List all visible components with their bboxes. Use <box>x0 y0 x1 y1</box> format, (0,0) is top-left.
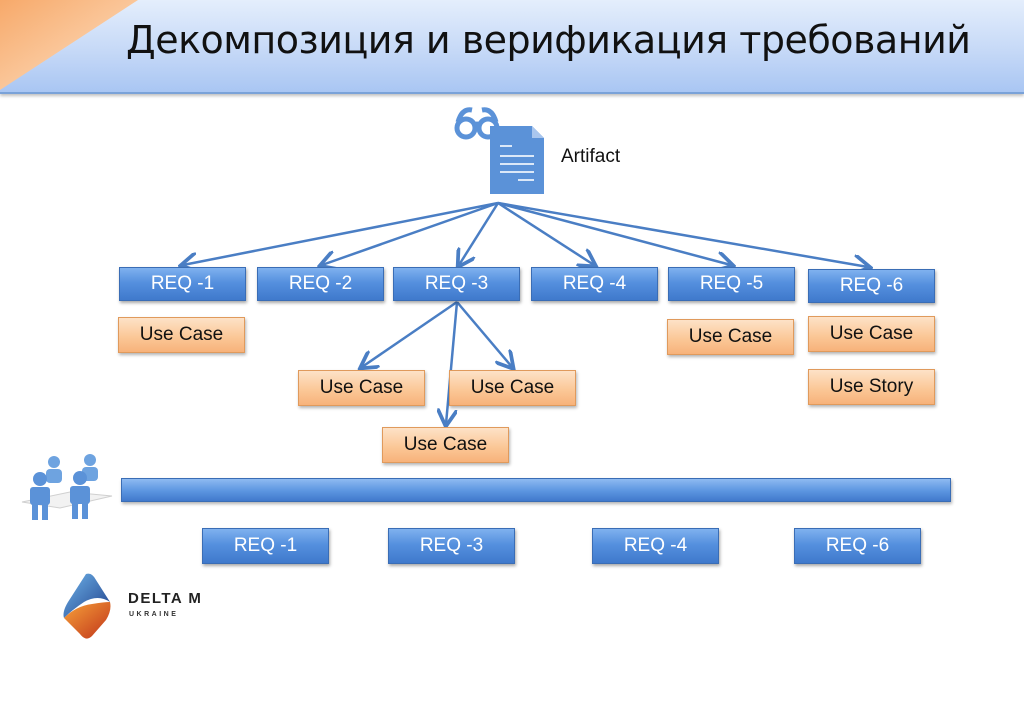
arrow-to-req-4 <box>497 201 594 265</box>
verified-req-box-1: REQ -1 <box>202 528 329 564</box>
req-box-6: REQ -6 <box>808 269 935 303</box>
verified-req-box-6: REQ -6 <box>794 528 921 564</box>
document-with-glasses-icon <box>454 107 544 194</box>
corner-decoration <box>0 0 138 90</box>
slide-title: Декомпозиция и верификация требований <box>126 18 971 62</box>
slide-header: Декомпозиция и верификация требований <box>0 0 1024 94</box>
logo-subtitle: UKRAINE <box>129 611 179 618</box>
use-case-req3-b: Use Case <box>449 370 576 406</box>
use-story-req6: Use Story <box>808 369 935 405</box>
use-case-req3-c: Use Case <box>382 427 509 463</box>
arrow-to-req-1 <box>183 201 499 265</box>
use-case-req3-a: Use Case <box>298 370 425 406</box>
req-box-3: REQ -3 <box>393 267 520 301</box>
verified-req-box-3: REQ -3 <box>388 528 515 564</box>
verification-bar <box>121 478 951 502</box>
use-case-req1: Use Case <box>118 317 245 353</box>
req-box-2: REQ -2 <box>257 267 384 301</box>
use-case-req5: Use Case <box>667 319 794 355</box>
arrow-to-use-case-a <box>362 300 458 367</box>
req-box-4: REQ -4 <box>531 267 658 301</box>
delta-m-logo-icon <box>63 573 111 639</box>
logo-name: DELTA M <box>128 590 203 607</box>
use-case-req6: Use Case <box>808 316 935 352</box>
req-box-1: REQ -1 <box>119 267 246 301</box>
verified-req-box-4: REQ -4 <box>592 528 719 564</box>
arrow-to-req-6 <box>497 201 868 267</box>
arrow-to-use-case-c <box>446 301 459 424</box>
arrow-to-req-3 <box>459 202 500 265</box>
arrow-to-req-2 <box>322 201 499 265</box>
arrow-to-use-case-b <box>456 301 512 367</box>
req-box-5: REQ -5 <box>668 267 795 301</box>
artifact-label: Artifact <box>561 146 621 167</box>
arrow-to-req-5 <box>497 201 731 265</box>
team-meeting-icon <box>21 454 113 520</box>
